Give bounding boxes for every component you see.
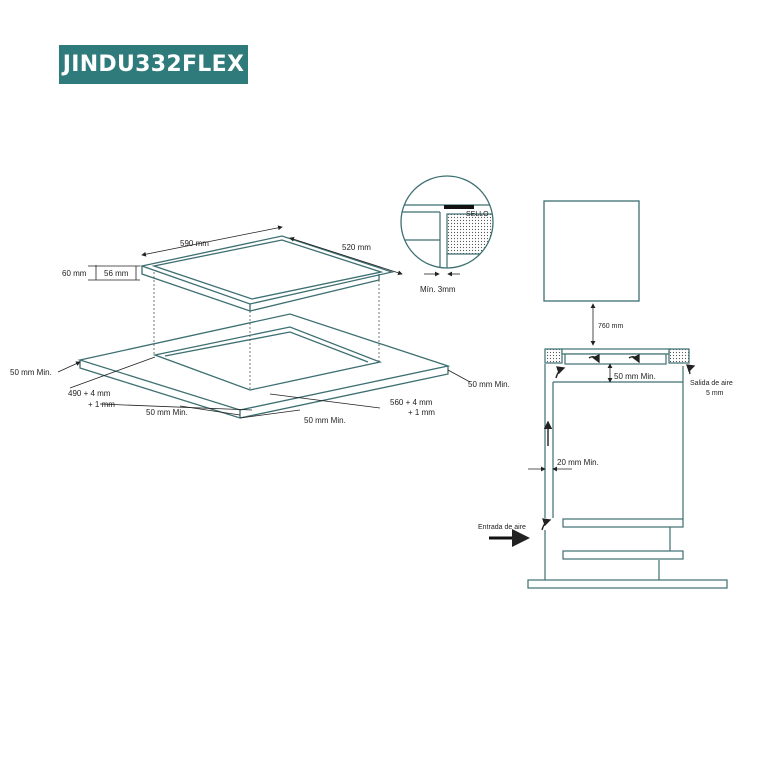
depth-label: 520 mm	[342, 243, 371, 252]
worktop-section	[544, 348, 690, 365]
cutout-depth-label-2: + 1 mm	[88, 400, 115, 409]
air-out-label-2: 5 mm	[706, 390, 724, 397]
height-label: 60 mm	[62, 269, 87, 278]
cabinet	[527, 364, 728, 589]
seal-detail	[400, 175, 494, 269]
cutout-width-label-1: 560 + 4 mm	[390, 398, 433, 407]
width-label: 590 mm	[180, 239, 209, 248]
airflow-arrows	[541, 353, 696, 531]
left-margin-label: 50 mm Min.	[10, 368, 52, 377]
front-margin-label-2: 50 mm Min.	[304, 416, 346, 425]
extractor-hood	[543, 200, 640, 302]
cutout-depth-label-1: 490 + 4 mm	[68, 389, 111, 398]
right-margin-label: 50 mm Min.	[468, 380, 510, 389]
hood-gap-label: 760 mm	[598, 323, 623, 330]
air-out-label-1: Salida de aire	[690, 380, 733, 387]
side-gap-label: 20 mm Min.	[557, 458, 599, 467]
product-title-badge: JINDU332FLEX	[59, 45, 248, 84]
front-margin-label: 50 mm Min.	[146, 408, 188, 417]
gap-dimensions-right	[528, 363, 613, 472]
seal-label: SELLO	[466, 211, 489, 218]
air-in-label: Entrada de aire	[478, 524, 526, 531]
projection-lines	[153, 272, 380, 390]
inner-height-label: 56 mm	[104, 269, 129, 278]
top-gap-label: 50 mm Min.	[614, 372, 656, 381]
gap-label: Mín. 3mm	[420, 285, 456, 294]
cutout-width-label-2: + 1 mm	[408, 408, 435, 417]
dimension-lines-left	[57, 225, 471, 419]
